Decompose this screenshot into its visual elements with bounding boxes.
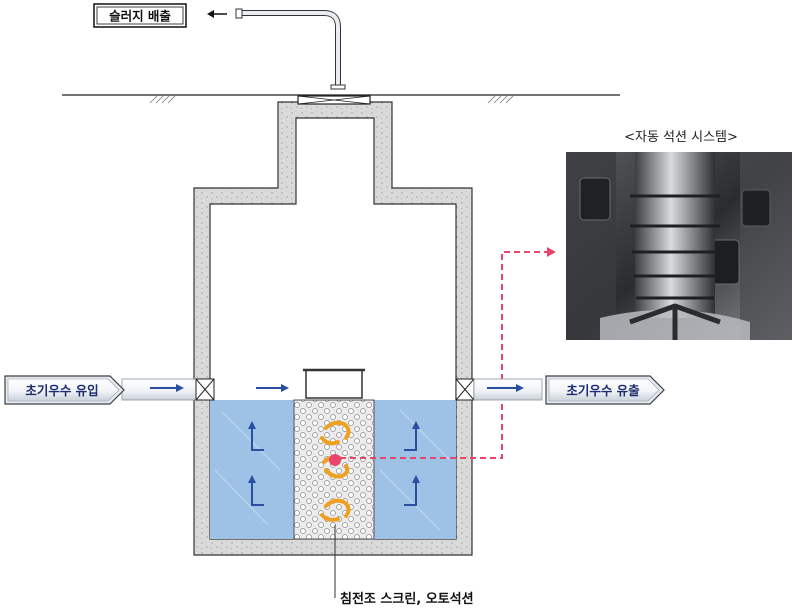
water-left bbox=[210, 400, 294, 539]
settling-screen bbox=[293, 368, 375, 540]
outlet-pipe bbox=[455, 378, 543, 401]
ground bbox=[62, 94, 620, 104]
arrow-right-icon bbox=[547, 247, 556, 257]
arrow-right-icon bbox=[487, 384, 524, 392]
arrow-right-icon bbox=[256, 384, 289, 392]
suction-system-photo bbox=[566, 152, 792, 340]
swirl-icon bbox=[320, 420, 351, 446]
swirl-icon bbox=[320, 498, 351, 522]
dashed-connection bbox=[340, 251, 548, 459]
inlet-pipe bbox=[121, 378, 215, 401]
arrow-left-icon bbox=[207, 10, 227, 18]
inflow-label: 초기우수 유입 bbox=[4, 375, 125, 405]
suction-point bbox=[329, 454, 341, 466]
arrow-up-icon bbox=[248, 475, 264, 506]
arrow-up-icon bbox=[404, 421, 420, 451]
manhole-cover bbox=[297, 95, 371, 105]
sludge-discharge-pipe bbox=[235, 8, 346, 90]
water-right bbox=[374, 400, 456, 539]
arrow-up-icon bbox=[248, 421, 264, 451]
sludge-discharge-label: 슬러지 배출 bbox=[93, 3, 187, 28]
arrow-right-icon bbox=[150, 384, 184, 392]
svg-text:초기우수 유입: 초기우수 유입 bbox=[25, 383, 98, 398]
svg-text:초기우수 유출: 초기우수 유출 bbox=[566, 383, 640, 398]
svg-text:슬러지 배출: 슬러지 배출 bbox=[109, 9, 171, 24]
arrow-up-icon bbox=[404, 475, 420, 506]
photo-caption: <자동 석션 시스템> bbox=[624, 130, 738, 145]
outflow-label: 초기우수 유출 bbox=[545, 375, 665, 405]
screen-caption: 침전조 스크린, 오토석션 bbox=[340, 591, 474, 607]
